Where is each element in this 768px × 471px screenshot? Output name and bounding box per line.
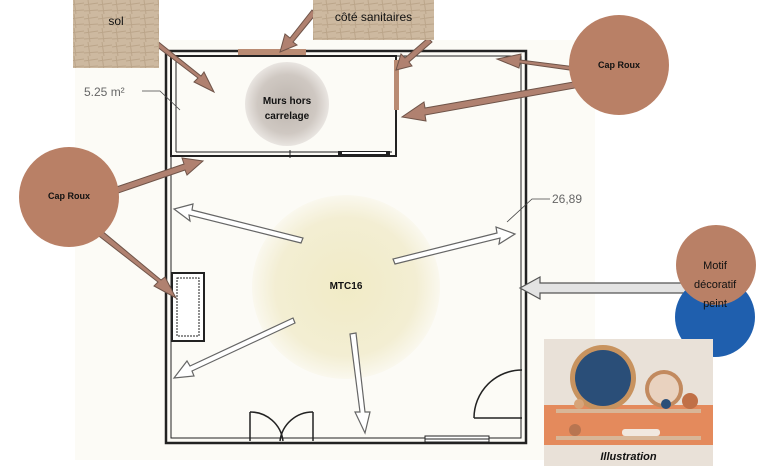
sol-label: sol — [108, 14, 124, 28]
murs-circle — [245, 62, 329, 146]
motif-arrow — [518, 275, 701, 301]
area-leaders — [142, 90, 550, 223]
murs-label: Murs hors carrelage — [262, 96, 312, 122]
bathroom-wall-accent-top — [238, 49, 306, 55]
cap-roux-right-circle — [569, 15, 669, 115]
motif-brown-circle — [676, 225, 756, 305]
right-door — [473, 369, 523, 419]
left-wall-furniture — [171, 272, 205, 342]
illustration-image — [544, 339, 713, 466]
french-door — [249, 411, 314, 442]
mtc16-label: MTC16 — [329, 281, 363, 292]
motif-label: Motif décoratif peint — [694, 260, 737, 310]
sol-swatch — [73, 0, 159, 68]
sanitaires-swatch — [313, 0, 434, 40]
bottom-window — [424, 435, 490, 443]
sanitaires-label: côté sanitaires — [334, 10, 413, 24]
cap-roux-right-label: Cap Roux — [597, 60, 640, 70]
illustration-caption: Illustration — [600, 451, 657, 463]
bathroom-door — [338, 151, 390, 156]
mtc16-arrows — [172, 203, 517, 435]
room-area-label: 26,89 — [552, 192, 583, 206]
bathroom-area-label: 5.25 m² — [84, 85, 125, 99]
bathroom-wall-accent-right — [394, 60, 399, 110]
cap-roux-left-label: Cap Roux — [47, 191, 90, 201]
brown-arrows — [85, 9, 587, 300]
cap-roux-left-circle — [19, 147, 119, 247]
